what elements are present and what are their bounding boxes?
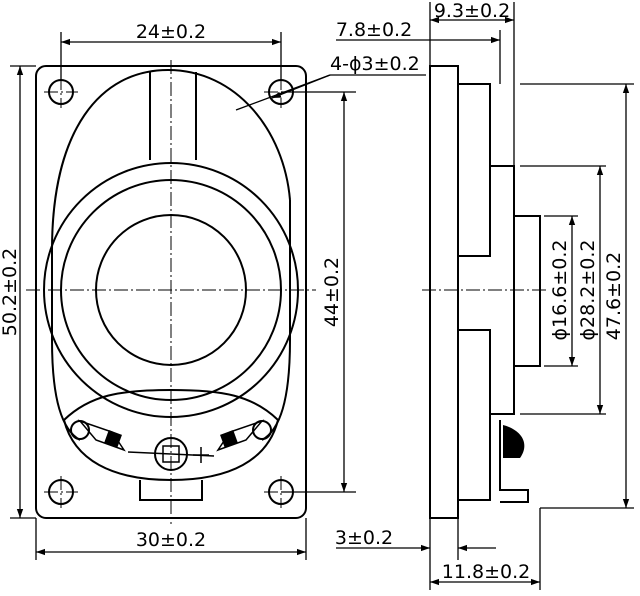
side-view bbox=[422, 65, 548, 519]
side-magnet bbox=[514, 215, 541, 367]
dim-label-9-3: 9.3±0.2 bbox=[434, 0, 510, 22]
top-tab bbox=[149, 72, 197, 160]
dim-label-11-8: 11.8±0.2 bbox=[442, 561, 530, 583]
dim-label-24: 24±0.2 bbox=[136, 21, 206, 43]
terminal-lug-right bbox=[216, 419, 265, 452]
solder-pad-left bbox=[104, 430, 122, 448]
side-cone-lower bbox=[458, 329, 491, 501]
dim-label-50-2: 50.2±0.2 bbox=[0, 248, 21, 336]
dim-label-44: 44±0.2 bbox=[321, 257, 343, 327]
dim-label-28-2: ϕ28.2±0.2 bbox=[577, 240, 599, 341]
side-flange bbox=[429, 65, 459, 519]
side-solder-blob bbox=[503, 425, 525, 458]
side-cone-upper bbox=[458, 83, 491, 257]
terminal-lug-left bbox=[77, 419, 126, 452]
front-view bbox=[26, 60, 316, 524]
terminal-board bbox=[62, 388, 280, 482]
oval-cone-top bbox=[51, 68, 291, 251]
dim-label-30: 30±0.2 bbox=[136, 529, 206, 551]
front-dimensions bbox=[10, 32, 426, 560]
dim-label-3: 3±0.2 bbox=[335, 527, 393, 549]
side-terminal bbox=[499, 420, 529, 503]
solder-pad-right bbox=[220, 430, 238, 448]
dim-label-16-6: ϕ16.6±0.2 bbox=[549, 240, 571, 341]
dim-label-47-6: 47.6±0.2 bbox=[603, 252, 625, 340]
dim-label-mount-hole: 4-ϕ3±0.2 bbox=[330, 53, 420, 75]
dim-label-7-8: 7.8±0.2 bbox=[336, 19, 412, 41]
side-dimensions bbox=[336, 2, 634, 590]
